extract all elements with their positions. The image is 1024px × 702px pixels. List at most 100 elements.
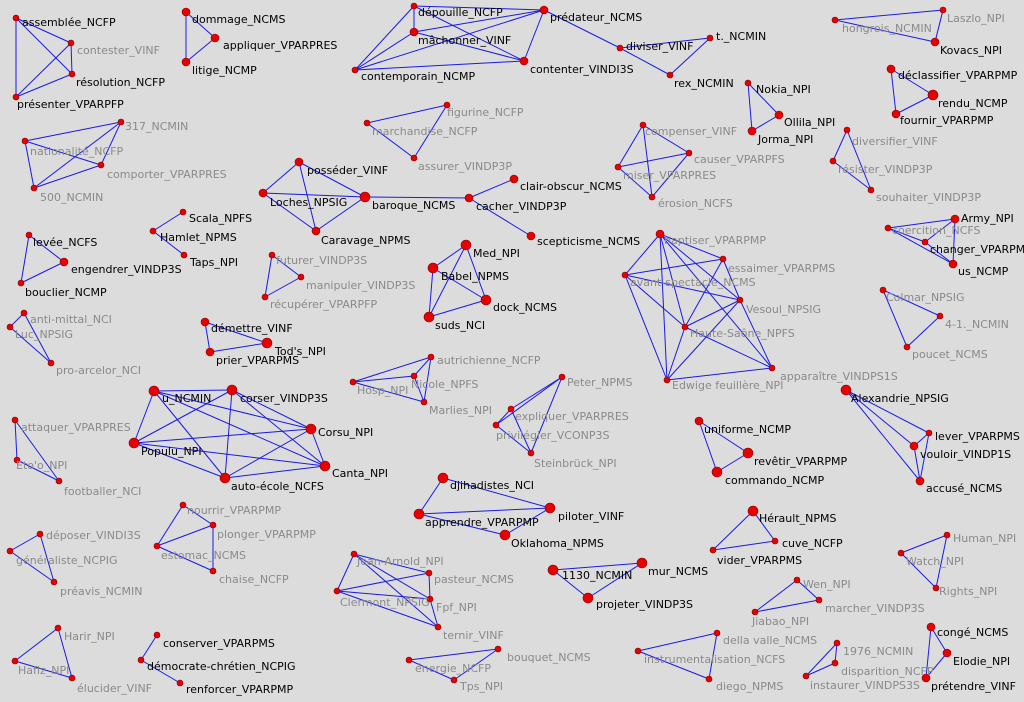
graph-node[interactable] — [210, 33, 220, 43]
graph-node[interactable] — [36, 530, 44, 538]
graph-node[interactable] — [509, 174, 519, 184]
graph-node[interactable] — [925, 429, 933, 437]
graph-node[interactable] — [829, 157, 837, 165]
graph-node[interactable] — [6, 323, 14, 331]
graph-node[interactable] — [648, 193, 656, 201]
graph-node[interactable] — [768, 364, 776, 372]
graph-node[interactable] — [666, 71, 674, 79]
graph-node[interactable] — [181, 57, 191, 67]
graph-node[interactable] — [67, 39, 75, 47]
graph-node[interactable] — [742, 447, 754, 459]
graph-node[interactable] — [464, 193, 474, 203]
graph-node[interactable] — [705, 675, 713, 683]
graph-node[interactable] — [879, 286, 887, 294]
graph-node[interactable] — [867, 186, 875, 194]
graph-node[interactable] — [903, 343, 911, 351]
graph-node[interactable] — [351, 66, 359, 74]
graph-node[interactable] — [694, 416, 704, 426]
graph-node[interactable] — [363, 119, 371, 127]
graph-node[interactable] — [886, 64, 896, 74]
graph-node[interactable] — [558, 373, 566, 381]
graph-node[interactable] — [744, 79, 752, 87]
graph-node[interactable] — [209, 567, 217, 575]
graph-node[interactable] — [305, 423, 317, 435]
graph-node[interactable] — [209, 521, 217, 529]
graph-node[interactable] — [13, 456, 21, 464]
graph-node[interactable] — [527, 449, 535, 457]
graph-node[interactable] — [423, 311, 435, 323]
graph-node[interactable] — [950, 214, 960, 224]
graph-node[interactable] — [636, 557, 648, 569]
graph-node[interactable] — [20, 309, 28, 317]
graph-node[interactable] — [802, 672, 810, 680]
graph-node[interactable] — [426, 595, 434, 603]
graph-node[interactable] — [349, 378, 357, 386]
graph-node[interactable] — [153, 631, 161, 639]
graph-node[interactable] — [616, 44, 624, 52]
graph-node[interactable] — [205, 347, 215, 357]
graph-node[interactable] — [747, 126, 757, 136]
graph-node[interactable] — [774, 110, 784, 120]
graph-node[interactable] — [747, 505, 759, 517]
graph-node[interactable] — [547, 564, 559, 576]
graph-node[interactable] — [840, 384, 852, 396]
graph-node[interactable] — [833, 639, 841, 647]
graph-node[interactable] — [921, 673, 931, 683]
graph-node[interactable] — [97, 161, 105, 169]
graph-node[interactable] — [333, 587, 341, 595]
graph-node[interactable] — [410, 372, 418, 380]
graph-node[interactable] — [544, 502, 556, 514]
graph-node[interactable] — [831, 16, 839, 24]
graph-node[interactable] — [884, 224, 892, 232]
graph-node[interactable] — [25, 231, 33, 239]
graph-node[interactable] — [936, 312, 944, 320]
graph-node[interactable] — [261, 293, 269, 301]
graph-node[interactable] — [815, 596, 823, 604]
graph-node[interactable] — [420, 398, 428, 406]
graph-node[interactable] — [319, 460, 331, 472]
graph-node[interactable] — [663, 376, 671, 384]
graph-node[interactable] — [499, 529, 511, 541]
graph-node[interactable] — [539, 5, 549, 15]
graph-node[interactable] — [149, 227, 157, 235]
graph-node[interactable] — [434, 623, 442, 631]
graph-node[interactable] — [713, 629, 721, 637]
graph-node[interactable] — [943, 531, 951, 539]
graph-node[interactable] — [311, 226, 321, 236]
graph-node[interactable] — [621, 271, 629, 279]
graph-node[interactable] — [930, 37, 940, 47]
graph-node[interactable] — [6, 547, 14, 555]
graph-node[interactable] — [685, 149, 693, 157]
graph-node[interactable] — [226, 384, 238, 396]
graph-node[interactable] — [258, 188, 268, 198]
graph-node[interactable] — [359, 191, 371, 203]
graph-node[interactable] — [30, 184, 38, 192]
graph-node[interactable] — [751, 608, 759, 616]
graph-node[interactable] — [268, 251, 276, 259]
graph-node[interactable] — [507, 405, 515, 413]
graph-node[interactable] — [409, 27, 419, 37]
graph-node[interactable] — [921, 238, 929, 246]
graph-node[interactable] — [843, 126, 851, 134]
graph-node[interactable] — [582, 592, 594, 604]
graph-node[interactable] — [179, 501, 187, 509]
graph-node[interactable] — [927, 89, 939, 101]
graph-node[interactable] — [294, 157, 304, 167]
graph-node[interactable] — [909, 441, 919, 451]
graph-node[interactable] — [793, 576, 801, 584]
graph-node[interactable] — [219, 472, 231, 484]
graph-node[interactable] — [405, 656, 413, 664]
graph-node[interactable] — [350, 550, 358, 558]
graph-node[interactable] — [153, 542, 161, 550]
graph-node[interactable] — [148, 385, 160, 397]
graph-node[interactable] — [681, 323, 689, 331]
graph-node[interactable] — [932, 584, 940, 592]
graph-node[interactable] — [711, 466, 723, 478]
graph-node[interactable] — [915, 476, 925, 486]
graph-node[interactable] — [634, 647, 642, 655]
graph-node[interactable] — [261, 337, 273, 349]
graph-node[interactable] — [68, 70, 76, 78]
graph-node[interactable] — [413, 508, 425, 520]
graph-node[interactable] — [176, 679, 184, 687]
graph-node[interactable] — [50, 578, 58, 586]
